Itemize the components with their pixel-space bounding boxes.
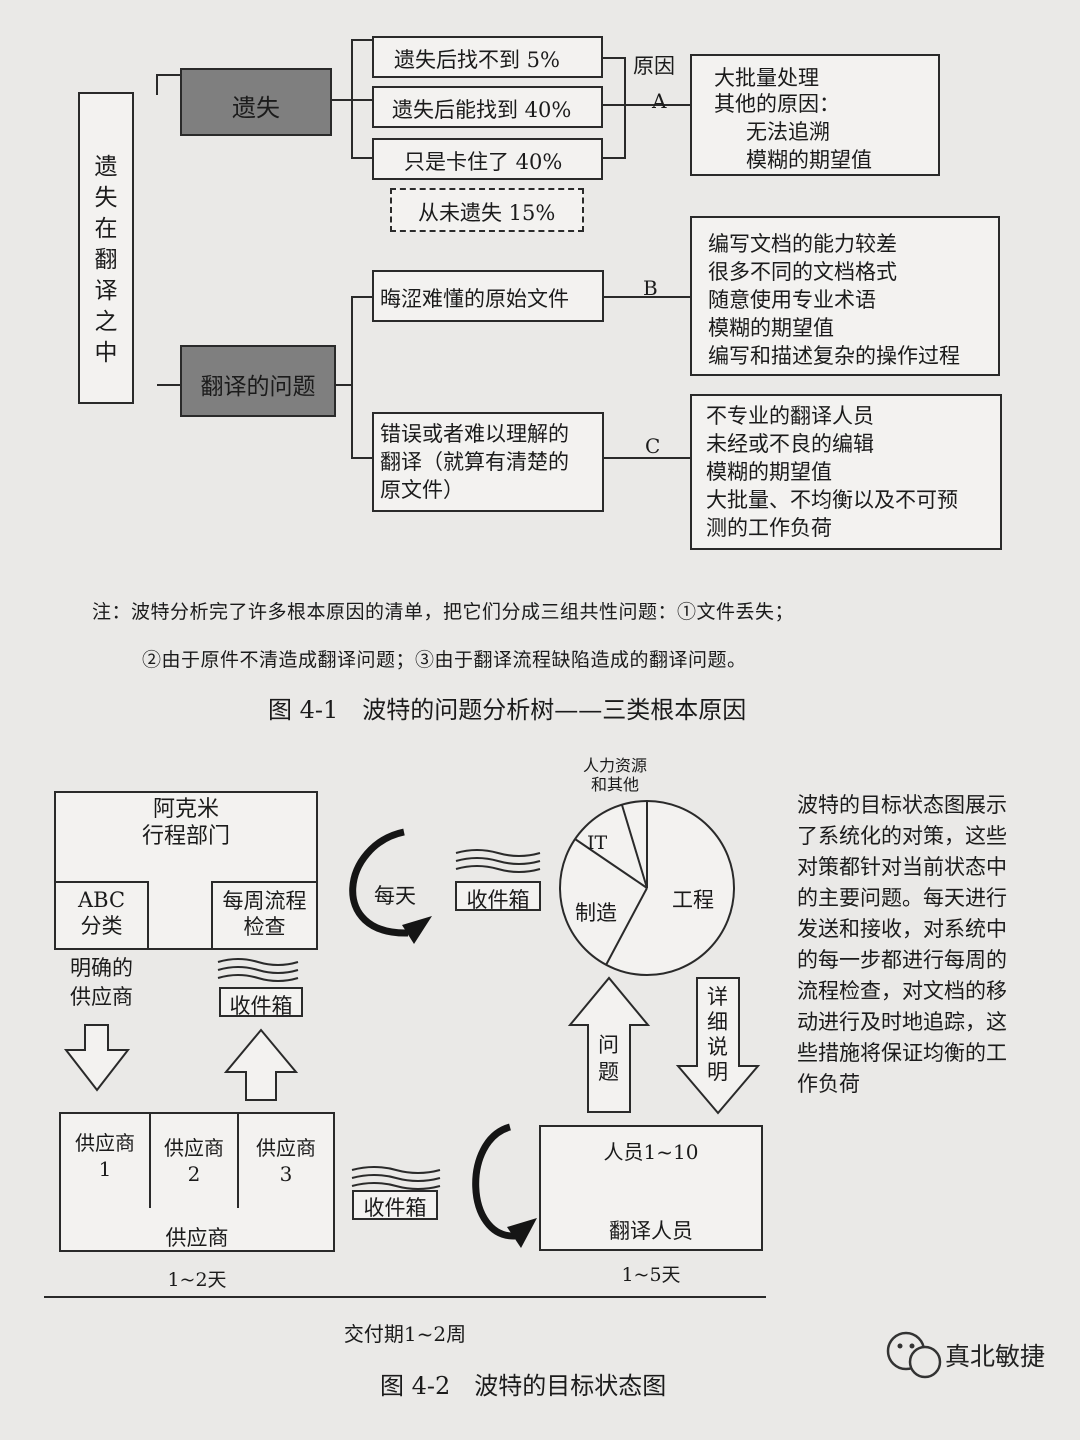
root-label-char: 译 (94, 278, 118, 304)
weekly-process-check: 每周流程 检查 (222, 889, 307, 939)
reason-label: 原因 (633, 54, 675, 78)
item-c-box: 错误或者难以理解的 翻译（就算有清楚的 原文件） (372, 412, 604, 512)
letter-b: B (643, 276, 658, 300)
root-label-char: 翻 (94, 247, 118, 273)
cause-a-3: 无法追溯 (746, 120, 830, 144)
lost-item-1-label: 遗失后找不到 5% (394, 48, 560, 72)
item-b-box: 晦涩难懂的原始文件 (372, 270, 604, 322)
pie-label-hr-other: 人力资源 和其他 (582, 756, 647, 794)
causes-b-box: 编写文档的能力较差 很多不同的文档格式 随意使用专业术语 模糊的期望值 编写和描… (690, 216, 1000, 376)
cause-b-5: 编写和描述复杂的操作过程 (708, 344, 960, 368)
category-lost: 遗失 (180, 68, 332, 136)
cause-a-1: 大批量处理 (714, 66, 819, 90)
never-lost-box: 从未遗失 15% (390, 188, 584, 232)
causes-c-box: 不专业的翻译人员 未经或不良的编辑 模糊的期望值 大批量、不均衡以及不可预 测的… (690, 394, 1002, 550)
supplier-2: 供应商 2 (164, 1136, 224, 1186)
supplier-duration: 1~2天 (167, 1269, 227, 1291)
inbox-label-top: 收件箱 (466, 888, 530, 912)
causes-a-box: 大批量处理 其他的原因： 无法追溯 模糊的期望值 (690, 54, 940, 176)
lost-item-2: 遗失后能找到 40% (372, 86, 603, 128)
detail-arrow-label: 详 细 说 明 (707, 985, 728, 1084)
never-lost-label: 从未遗失 15% (418, 201, 556, 225)
cause-c-5: 测的工作负荷 (706, 516, 832, 540)
lost-item-3-label: 只是卡住了 40% (404, 150, 563, 174)
delivery-period: 交付期1~2周 (343, 1322, 467, 1346)
pie-label-manufacturing: 制造 (575, 901, 617, 925)
root-label-char: 失 (94, 185, 118, 211)
figure1-caption: 图 4-1 波特的问题分析树——三类根本原因 (268, 696, 747, 724)
cause-b-1: 编写文档的能力较差 (708, 232, 897, 256)
acme-department: 阿克米 行程部门 (141, 797, 230, 849)
cause-b-4: 模糊的期望值 (708, 316, 834, 340)
translator-duration: 1~5天 (621, 1264, 681, 1286)
supplier-1: 供应商 1 (75, 1131, 135, 1181)
root-box: 遗失在翻译之中 (78, 92, 134, 404)
category-translation-label: 翻译的问题 (200, 374, 316, 400)
root-label-char: 之 (94, 309, 118, 335)
cause-b-3: 随意使用专业术语 (708, 288, 876, 312)
root-label-char: 在 (94, 216, 118, 242)
pie-label-it: IT (587, 832, 608, 854)
cause-a-4: 模糊的期望值 (746, 148, 872, 172)
letter-c: C (645, 434, 661, 458)
abc-classification: ABC 分类 (77, 888, 126, 938)
cause-c-3: 模糊的期望值 (706, 460, 832, 484)
figure2-caption: 图 4-2 波特的目标状态图 (380, 1372, 667, 1400)
cause-c-4: 大批量、不均衡以及不可预 (706, 488, 958, 512)
note-line-1: 注：波特分析完了许多根本原因的清单，把它们分成三组共性问题：①文件丢失； (92, 601, 795, 623)
root-label-char: 中 (94, 340, 118, 366)
lost-item-2-label: 遗失后能找到 40% (392, 98, 572, 122)
side-description: 波特的目标状态图展示 了系统化的对策，这些 对策都针对当前状态中 的主要问题。每… (797, 793, 1007, 1096)
category-lost-label: 遗失 (232, 94, 280, 122)
watermark-text: 真北敏捷 (945, 1342, 1046, 1371)
translators-count: 人员1~10 (603, 1140, 699, 1164)
lost-item-1: 遗失后找不到 5% (372, 36, 603, 78)
cause-b-2: 很多不同的文档格式 (708, 260, 897, 284)
lost-item-3: 只是卡住了 40% (372, 138, 603, 180)
cause-a-2: 其他的原因： (714, 92, 840, 116)
item-b-label: 晦涩难懂的原始文件 (380, 287, 569, 311)
inbox-label-bottom: 收件箱 (363, 1196, 427, 1220)
daily-label: 每天 (374, 884, 416, 908)
inbox-label-left: 收件箱 (229, 994, 293, 1018)
cause-c-2: 未经或不良的编辑 (706, 432, 874, 456)
root-label-char: 遗 (94, 154, 118, 180)
root-label: 遗失在翻译之中 (80, 152, 132, 369)
clear-supplier-label: 明确的 供应商 (70, 956, 133, 1009)
letter-a: A (652, 89, 667, 113)
translators-label: 翻译人员 (609, 1219, 693, 1243)
supplier-group-label: 供应商 (165, 1226, 229, 1250)
supplier-3: 供应商 3 (256, 1136, 316, 1186)
category-translation: 翻译的问题 (180, 345, 336, 417)
pie-label-engineering: 工程 (672, 888, 714, 912)
note-line-2: ②由于原件不清造成翻译问题；③由于翻译流程缺陷造成的翻译问题。 (142, 649, 747, 671)
problem-arrow-label: 问 题 (598, 1033, 619, 1084)
item-c-label: 错误或者难以理解的 翻译（就算有清楚的 原文件） (380, 422, 569, 502)
cause-c-1: 不专业的翻译人员 (706, 404, 874, 428)
